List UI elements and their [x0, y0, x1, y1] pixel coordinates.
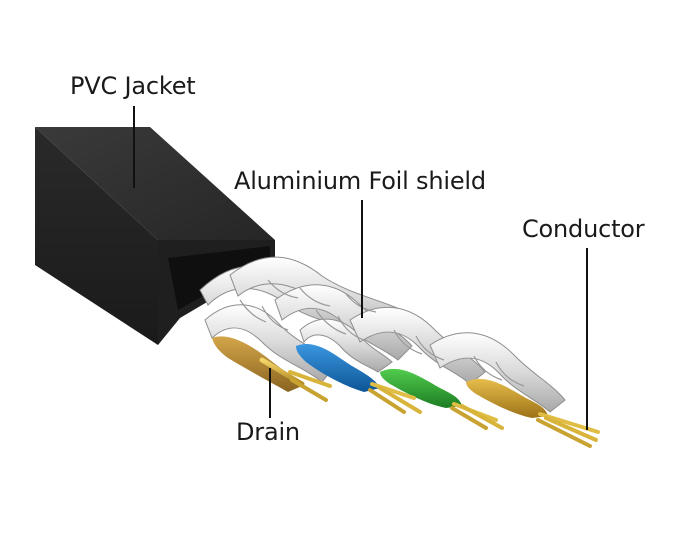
foil-wrap [274, 284, 413, 361]
conductor-wire [538, 412, 600, 434]
jacket-top-face [35, 127, 275, 240]
pair-green [380, 368, 462, 408]
label-pvc-jacket: PVC Jacket [70, 72, 196, 100]
conductor-wire [544, 416, 598, 442]
pair-brown [212, 336, 302, 392]
conductor-wire [450, 406, 488, 430]
label-foil-shield: Aluminium Foil shield [234, 167, 486, 195]
conductor-wire [460, 404, 504, 430]
foil-wrap [429, 332, 566, 413]
copper-conductors [259, 357, 600, 448]
foil-wrap [349, 306, 486, 385]
label-drain: Drain [236, 418, 300, 446]
pair-orange [466, 378, 548, 418]
conductor-wire [536, 418, 592, 448]
leader-lines [133, 106, 588, 430]
conductor-wire [290, 378, 328, 402]
twisted-pairs [199, 256, 600, 448]
conductor-wire [288, 370, 332, 388]
label-conductor: Conductor [522, 215, 645, 243]
jacket-front-face [35, 127, 158, 345]
foil-twist-marks [239, 279, 525, 387]
foil-wrap [299, 318, 393, 373]
pair-blue [296, 344, 380, 392]
conductor-wire [368, 388, 406, 414]
conductor-wire [378, 386, 422, 414]
